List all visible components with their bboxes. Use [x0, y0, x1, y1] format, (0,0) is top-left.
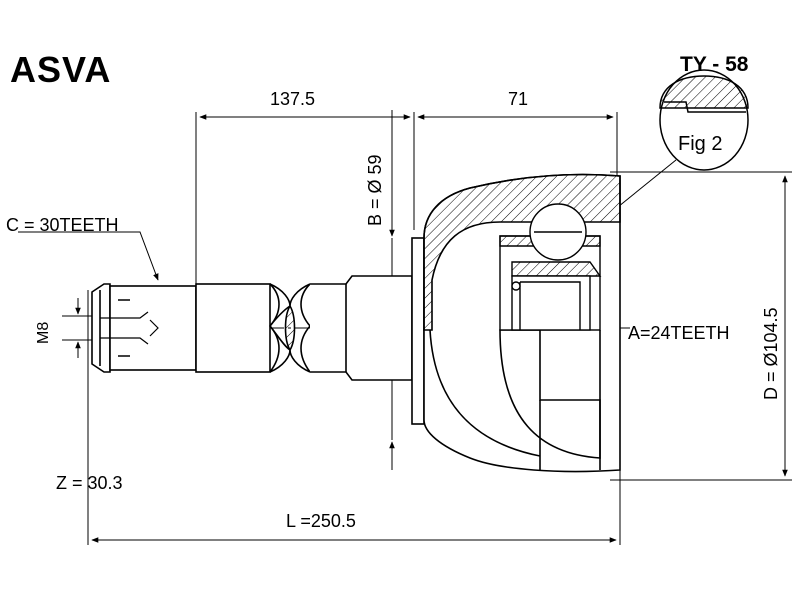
shaft-length-label: 137.5: [270, 89, 316, 109]
c-teeth-label: C = 30TEETH: [6, 215, 119, 235]
brand-logo: ASVA: [10, 49, 112, 90]
inner-race: [499, 203, 602, 331]
dimension-lines: [75, 110, 788, 543]
extension-lines: [62, 112, 792, 545]
z-value-label: Z = 30.3: [56, 473, 123, 493]
shaft: [91, 237, 425, 425]
part-number: TY - 58: [680, 53, 749, 76]
fig-label: Fig 2: [678, 133, 723, 155]
body-length-label: 71: [508, 89, 529, 109]
fig2-detail-bubble: [659, 69, 749, 171]
total-length-label: L =250.5: [286, 511, 356, 531]
b-diameter-label: B = Ø 59: [365, 154, 385, 226]
a-teeth-label: A=24TEETH: [628, 323, 730, 343]
m-thread-label: M8: [35, 321, 52, 344]
d-diameter-label: D = Ø104.5: [761, 307, 781, 400]
